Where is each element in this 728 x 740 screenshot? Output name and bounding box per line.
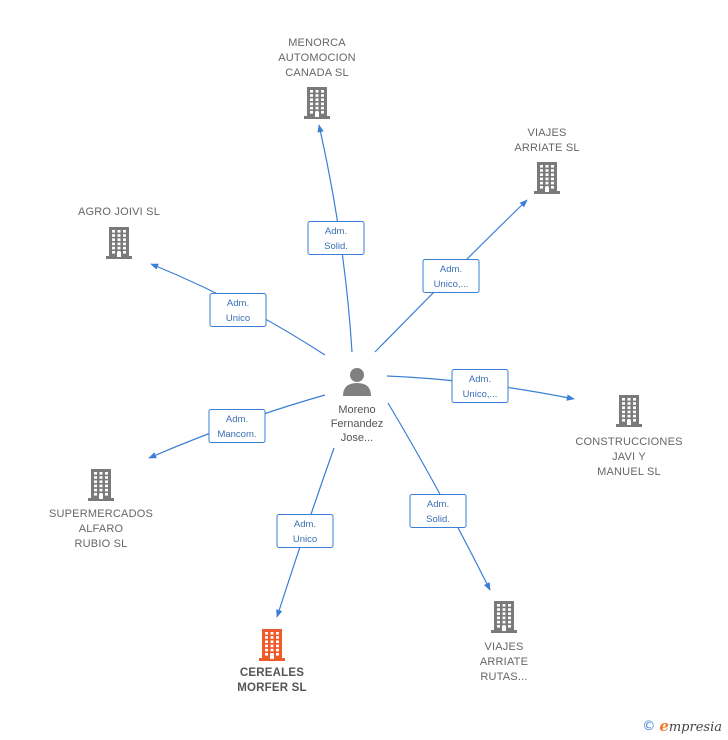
building-icon: [88, 469, 114, 501]
copyright-icon: ©: [642, 718, 656, 734]
edge-label-box[interactable]: [422, 259, 480, 293]
brand-logo-initial: e: [659, 717, 669, 735]
company-label: ARRIATE: [480, 656, 528, 668]
building-icon: [491, 601, 517, 633]
building-icon: [259, 629, 285, 661]
company-label: CONSTRUCCIONES: [575, 436, 682, 448]
person-label: Fernandez: [331, 418, 384, 430]
edge-label-box[interactable]: [409, 494, 467, 528]
edge-viajes-arriate: Adm. Unico,...: [374, 199, 528, 353]
edge-label-text: Solid.: [426, 514, 450, 525]
company-node-viajes-rutas[interactable]: VIAJES ARRIATE RUTAS...: [480, 601, 528, 683]
company-node-agro-joivi[interactable]: AGRO JOIVI SL: [78, 206, 160, 259]
company-label: CEREALES: [240, 667, 304, 679]
brand-logo[interactable]: empresia: [659, 717, 722, 735]
company-node-supermercados[interactable]: SUPERMERCADOS ALFARO RUBIO SL: [49, 469, 153, 550]
company-label: AGRO JOIVI SL: [78, 206, 160, 218]
building-icon: [534, 162, 560, 194]
company-label: MENORCA: [288, 37, 346, 49]
person-label: Moreno: [338, 404, 375, 416]
edge-label-text: Mancom.: [217, 429, 256, 440]
building-icon: [106, 227, 132, 259]
person-label: Jose...: [341, 432, 373, 444]
building-icon: [304, 87, 330, 119]
edge-menorca: Adm. Solid.: [307, 124, 365, 353]
edge-construcciones: Adm. Unico,...: [386, 369, 575, 403]
edge-label-text: Adm.: [427, 499, 449, 510]
edge-label-text: Unico,...: [463, 389, 498, 400]
edges-layer: Adm.Solid.Adm.Unico,...Adm.UnicoAdm.Unic…: [148, 124, 575, 618]
nodes-layer: MENORCA AUTOMOCION CANADA SL VIAJES ARRIATE …: [49, 37, 682, 694]
edge-viajes-rutas: Adm. Solid.: [387, 402, 491, 591]
company-label: JAVI Y: [612, 451, 646, 463]
edge-label-text: Adm.: [469, 374, 491, 385]
company-label: AUTOMOCION: [278, 52, 356, 64]
company-label: ARRIATE SL: [514, 142, 579, 154]
edge-label-text: Unico: [226, 313, 250, 324]
edge-label-text: Adm.: [325, 226, 347, 237]
company-node-viajes-arriate[interactable]: VIAJES ARRIATE SL: [514, 127, 579, 194]
brand-logo-text: mpresia: [668, 720, 722, 735]
edge-label-text: Adm.: [227, 298, 249, 309]
footer: © empresia: [642, 716, 722, 736]
edge-label-box[interactable]: [209, 293, 267, 327]
edge-supermercados: Adm. Mancom.: [148, 394, 326, 459]
edge-label-text: Adm.: [294, 519, 316, 530]
edge-label-box[interactable]: [451, 369, 509, 403]
company-label: VIAJES: [484, 641, 523, 653]
company-node-menorca[interactable]: MENORCA AUTOMOCION CANADA SL: [278, 37, 356, 119]
building-icon: [616, 395, 642, 427]
company-label: VIAJES: [527, 127, 566, 139]
company-label: SUPERMERCADOS: [49, 508, 153, 520]
company-label: RUBIO SL: [75, 538, 128, 550]
company-node-construcciones[interactable]: CONSTRUCCIONES JAVI Y MANUEL SL: [575, 395, 682, 478]
edge-label-text: Solid.: [324, 241, 348, 252]
edge-line: [387, 402, 491, 591]
company-label: CANADA SL: [285, 67, 349, 79]
company-node-cereales[interactable]: CEREALES MORFER SL: [237, 629, 307, 694]
company-label: ALFARO: [79, 523, 124, 535]
edge-label-box[interactable]: [276, 514, 334, 548]
center-person[interactable]: MorenoFernandezJose...: [331, 368, 384, 444]
edge-label-box[interactable]: [307, 221, 365, 255]
edge-agro-joivi: Adm. Unico: [150, 263, 326, 356]
edge-label-text: Unico,...: [434, 279, 469, 290]
edge-label-box[interactable]: [208, 409, 266, 443]
edge-label-text: Adm.: [440, 264, 462, 275]
edge-label-text: Unico: [293, 534, 317, 545]
company-label: RUTAS...: [480, 671, 527, 683]
company-label: MORFER SL: [237, 682, 307, 694]
edge-cereales: Adm. Unico: [276, 447, 335, 618]
company-label: MANUEL SL: [597, 466, 661, 478]
person-icon: [343, 368, 371, 396]
edge-label-text: Adm.: [226, 414, 248, 425]
